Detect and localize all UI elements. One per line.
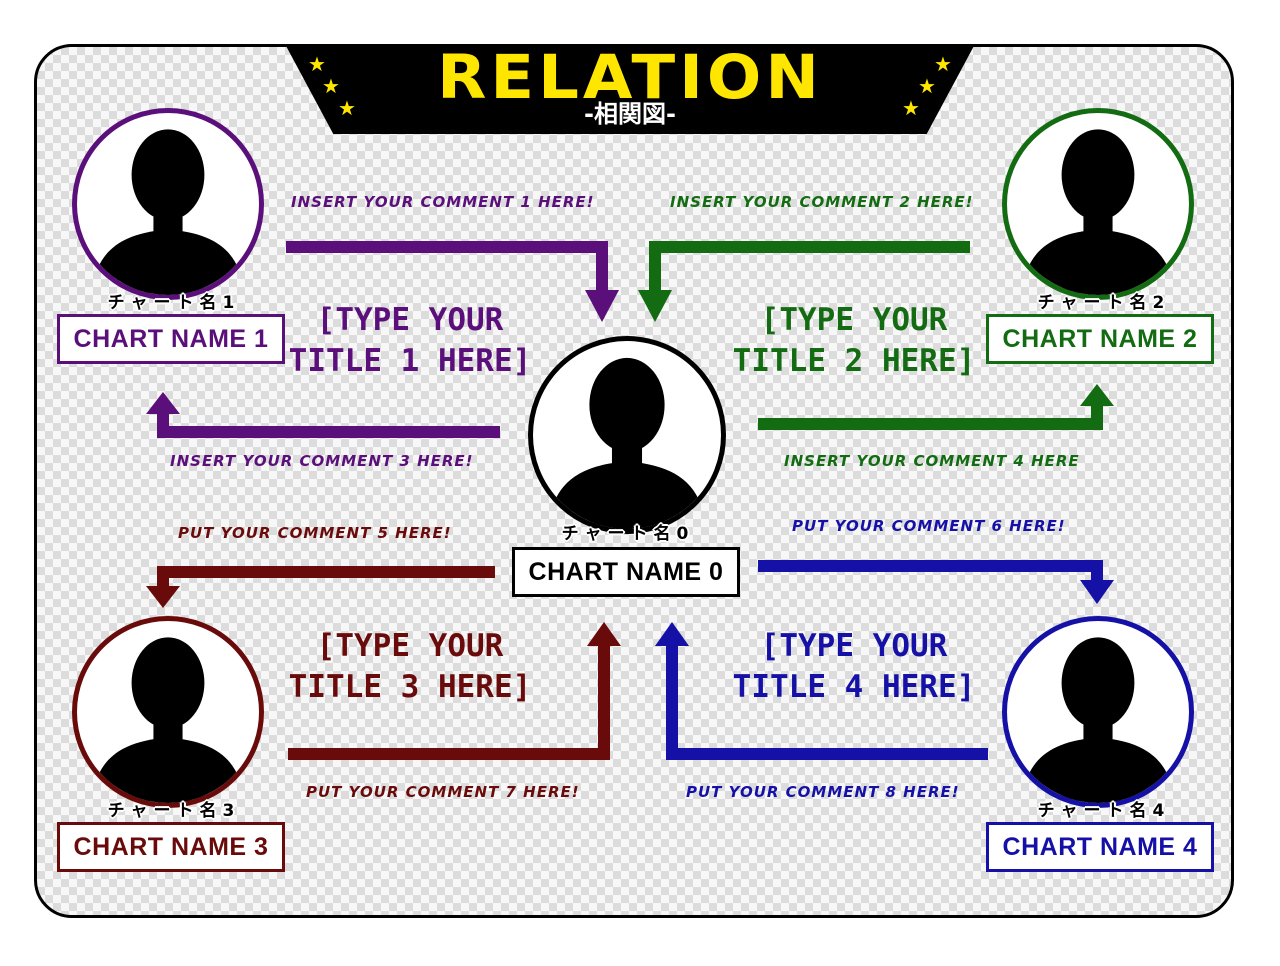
silhouette-icon	[1021, 129, 1175, 295]
page-subtitle: -相関図-	[584, 100, 676, 128]
comment-8: PUT YOUR COMMENT 8 HERE!	[686, 783, 960, 801]
star-icon: ★	[338, 96, 356, 120]
character-3-name-box: CHART NAME 3	[57, 822, 285, 872]
silhouette-icon	[91, 637, 245, 803]
arrow-4-to-0	[666, 646, 988, 760]
comment-7: PUT YOUR COMMENT 7 HERE!	[306, 783, 580, 801]
arrowhead	[1080, 580, 1114, 604]
arrowhead	[655, 622, 689, 646]
arrow-0-to-3	[157, 566, 495, 588]
star-icon: ★	[934, 52, 952, 76]
arrow-3-to-0	[288, 646, 610, 760]
comment-3: INSERT YOUR COMMENT 3 HERE!	[170, 452, 474, 470]
character-0-jp-name: チャート名0	[561, 524, 695, 544]
silhouette-icon	[548, 357, 706, 529]
avatar-4	[1002, 616, 1194, 808]
arrow-0-to-2	[758, 406, 1103, 430]
character-0-name-box: CHART NAME 0	[512, 547, 740, 597]
star-icon: ★	[918, 74, 936, 98]
arrowhead	[638, 290, 672, 322]
arrowhead	[1080, 384, 1114, 406]
avatar-3	[72, 616, 264, 808]
comment-5: PUT YOUR COMMENT 5 HERE!	[178, 524, 452, 542]
arrowhead	[587, 622, 621, 646]
star-icon: ★	[902, 96, 920, 120]
arrow-1-to-0	[286, 241, 608, 292]
title-banner	[285, 44, 975, 134]
comment-4: INSERT YOUR COMMENT 4 HERE	[784, 452, 1080, 470]
relation-title-1: [TYPE YOUR TITLE 1 HERE]	[288, 302, 532, 379]
character-2-name-box: CHART NAME 2	[986, 314, 1214, 364]
arrowhead	[146, 392, 180, 414]
comment-1: INSERT YOUR COMMENT 1 HERE!	[291, 193, 595, 211]
arrowhead	[585, 290, 619, 322]
character-2-jp-name: チャート名2	[1037, 293, 1171, 313]
star-icon: ★	[308, 52, 326, 76]
character-4-jp-name: チャート名4	[1037, 801, 1171, 821]
arrow-0-to-1	[157, 414, 500, 438]
comment-2: INSERT YOUR COMMENT 2 HERE!	[670, 193, 974, 211]
page-title: RELATION	[437, 42, 823, 114]
silhouette-icon	[91, 129, 245, 295]
star-icon: ★	[322, 74, 340, 98]
avatar-1	[72, 108, 264, 300]
avatar-2	[1002, 108, 1194, 300]
character-4-name-box: CHART NAME 4	[986, 822, 1214, 872]
comment-6: PUT YOUR COMMENT 6 HERE!	[792, 517, 1066, 535]
relation-title-4: [TYPE YOUR TITLE 4 HERE]	[732, 628, 976, 705]
relation-title-3: [TYPE YOUR TITLE 3 HERE]	[288, 628, 532, 705]
arrow-0-to-4	[758, 560, 1103, 582]
character-1-name-box: CHART NAME 1	[57, 314, 285, 364]
arrowhead	[146, 586, 180, 608]
arrow-2-to-0	[649, 241, 970, 292]
relation-title-2: [TYPE YOUR TITLE 2 HERE]	[732, 302, 976, 379]
character-1-jp-name: チャート名1	[107, 293, 241, 313]
character-3-jp-name: チャート名3	[107, 801, 241, 821]
avatar-0	[528, 336, 726, 534]
silhouette-icon	[1021, 637, 1175, 803]
